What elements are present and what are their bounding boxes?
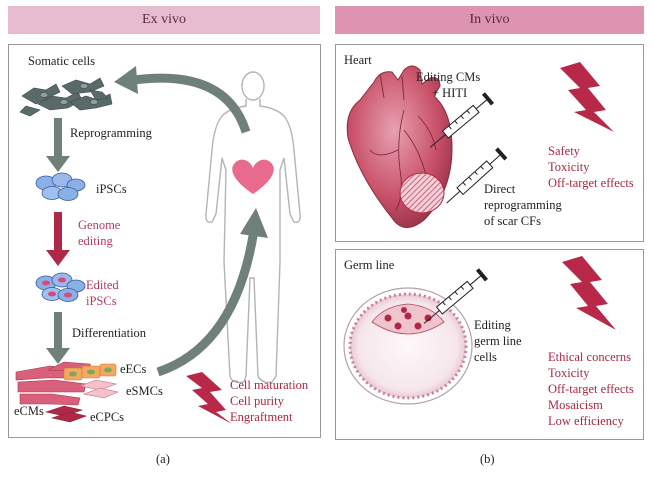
heart-risk-3: Off-target effects (548, 176, 634, 190)
ecms-label: eCMs (14, 404, 44, 418)
germ-risk-4: Mosaicism (548, 398, 603, 412)
direct-reprogramming-label-1: Direct (484, 182, 516, 196)
differentiation-arrow (46, 312, 70, 364)
syringe-icon-cms (429, 92, 495, 148)
germ-risk-1: Ethical concerns (548, 350, 631, 364)
germ-risk-5: Low efficiency (548, 414, 624, 428)
heart-risk-1: Safety (548, 144, 580, 158)
embryo-icon (343, 287, 473, 405)
ex-vivo-header: Ex vivo (8, 6, 320, 34)
somatic-cells-label: Somatic cells (28, 54, 95, 68)
differentiated-cells-icon (15, 361, 119, 423)
caption-b: (b) (480, 452, 495, 466)
editing-cms-label-1: Editing CMs (416, 70, 481, 84)
esmcs-label: eSMCs (126, 384, 163, 398)
reprogramming-arrow (46, 118, 70, 172)
editing-germ-label-3: cells (474, 350, 497, 364)
editing-germ-label-2: germ line (474, 334, 522, 348)
eecs-label: eECs (120, 362, 147, 376)
ex-vivo-risk-1: Cell maturation (230, 378, 309, 392)
harvest-curved-arrow (114, 66, 251, 134)
anatomical-heart-icon (346, 65, 453, 228)
ex-vivo-lightning-icon (186, 372, 232, 424)
ipscs-icon (35, 172, 86, 201)
heart-lightning-icon (560, 62, 614, 132)
edited-ipscs-icon (35, 272, 86, 302)
edited-ipscs-label-2: iPSCs (86, 294, 117, 308)
germ-lightning-icon (562, 256, 616, 330)
reprogramming-label: Reprogramming (70, 126, 152, 140)
editing-germ-label-1: Editing (474, 318, 511, 332)
in-vivo-header: In vivo (335, 6, 644, 34)
direct-reprogramming-label-2: reprogramming (484, 198, 562, 212)
edited-ipscs-label-1: Edited (86, 278, 119, 292)
syringe-icon-germ (423, 268, 489, 324)
human-silhouette (205, 71, 301, 384)
genome-editing-label-2: editing (78, 234, 113, 248)
ecpcs-label: eCPCs (90, 410, 125, 424)
germ-risk-2: Toxicity (548, 366, 590, 380)
germ-line-panel-title: Germ line (344, 258, 395, 272)
caption-a: (a) (156, 452, 170, 466)
direct-reprogramming-label-3: of scar CFs (484, 214, 541, 228)
differentiation-label: Differentiation (72, 326, 147, 340)
heart-panel-title: Heart (344, 53, 372, 67)
ex-vivo-risk-2: Cell purity (230, 394, 284, 408)
somatic-cells-icon (19, 77, 113, 117)
transplant-curved-arrow (156, 208, 268, 377)
germ-risk-3: Off-target effects (548, 382, 634, 396)
editing-cms-label-2: + HITI (432, 86, 468, 100)
heart-risk-2: Toxicity (548, 160, 590, 174)
ex-vivo-risk-3: Engraftment (230, 410, 293, 424)
syringe-icon-scar (446, 147, 508, 204)
genome-editing-label-1: Genome (78, 218, 121, 232)
genome-editing-arrow (46, 212, 70, 266)
ipscs-label: iPSCs (96, 182, 127, 196)
heart-icon (232, 159, 274, 194)
